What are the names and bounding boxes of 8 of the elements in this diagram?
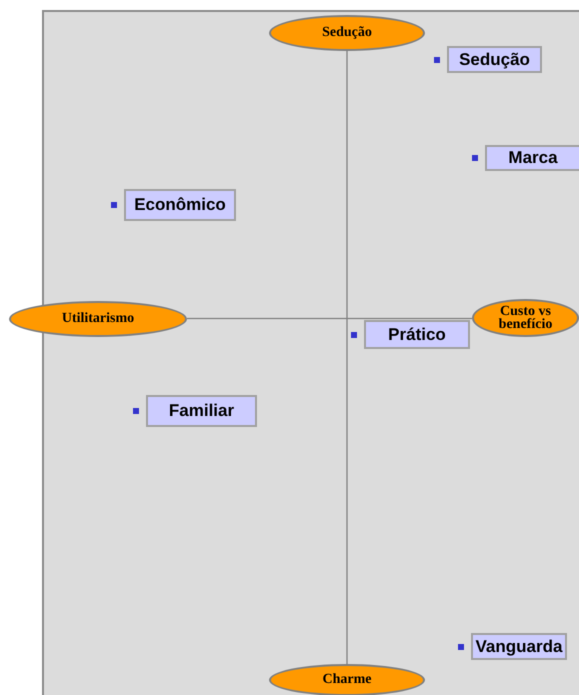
point-label: Vanguarda: [471, 633, 567, 660]
point-label: Prático: [364, 320, 470, 349]
point-label: Familiar: [146, 395, 257, 427]
point-label: Econômico: [124, 189, 236, 221]
point-label: Marca: [485, 145, 579, 171]
axis-line: [346, 51, 348, 664]
axis-line: [187, 318, 472, 320]
point-label: Sedução: [447, 46, 542, 73]
